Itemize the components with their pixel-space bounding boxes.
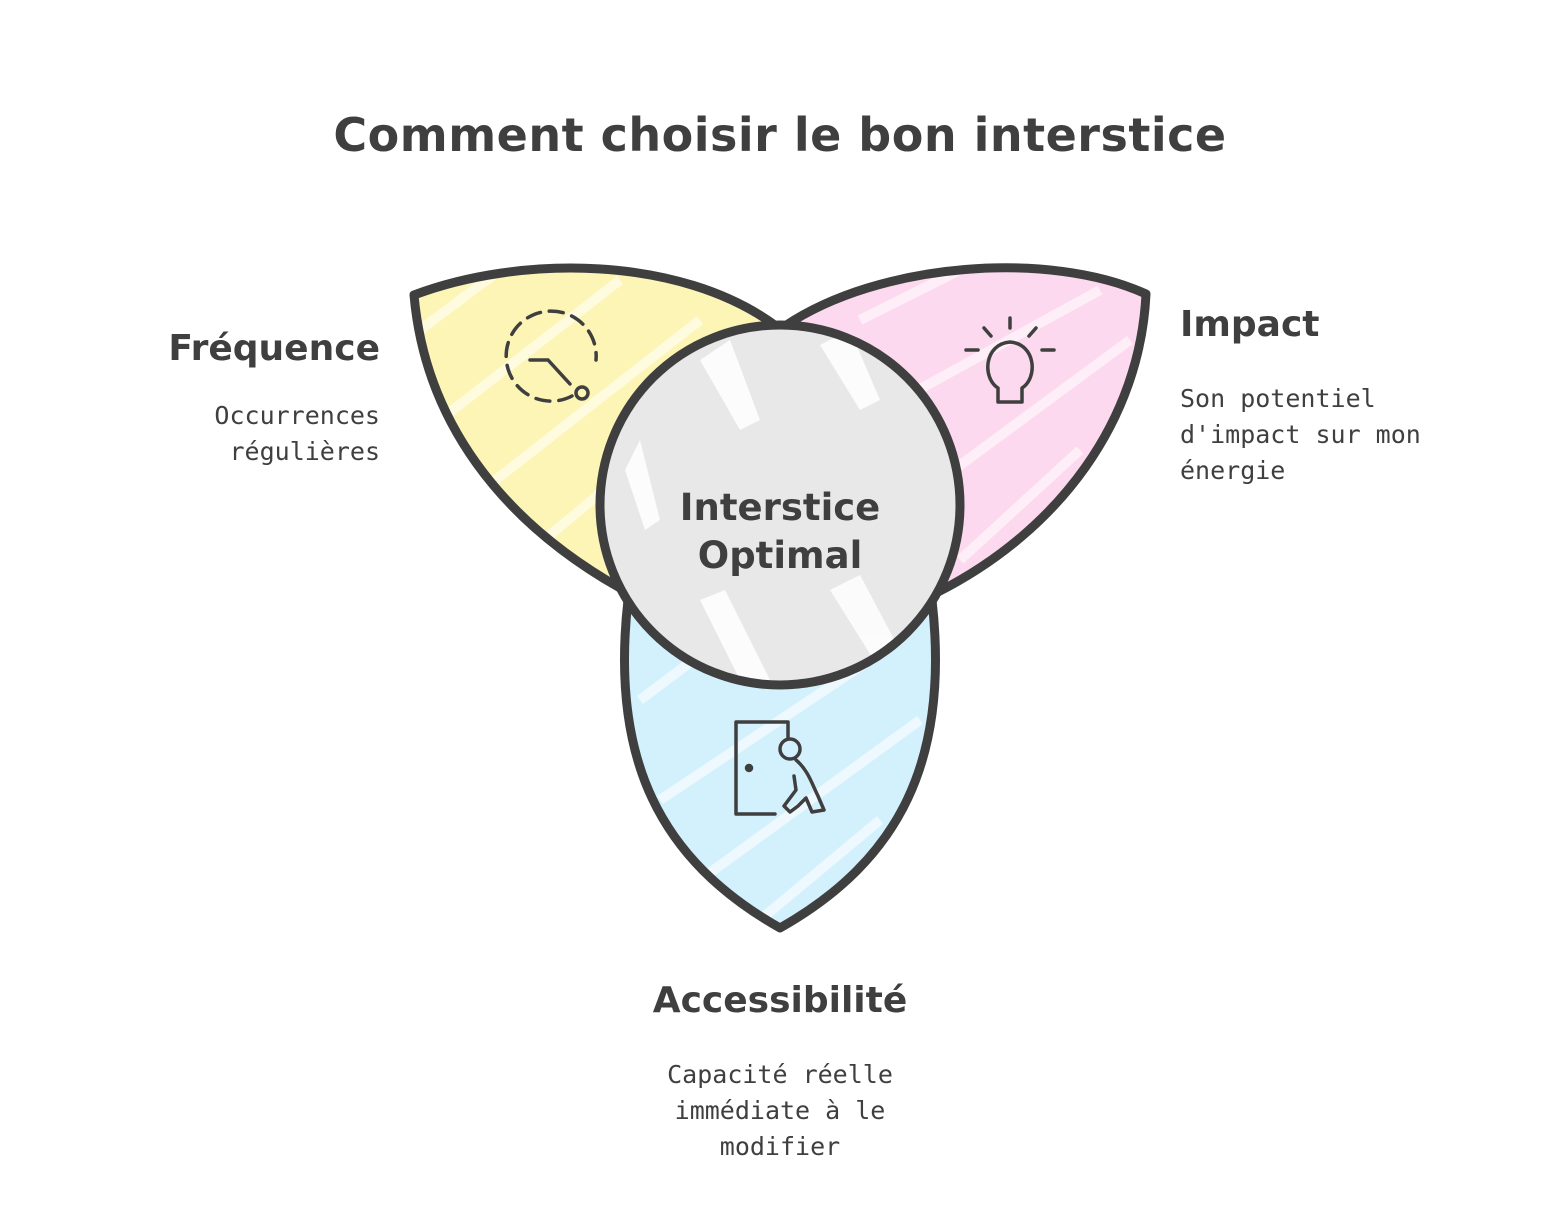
page-title: Comment choisir le bon interstice	[333, 108, 1227, 162]
impact-description-line2: d'impact sur mon	[1180, 420, 1421, 449]
center-label-line2: Optimal	[697, 534, 863, 577]
center-label-line1: Interstice	[679, 486, 881, 529]
accessibilite-description: Capacité réelle immédiate à le modifier	[560, 1057, 1000, 1165]
impact-title: Impact	[1180, 304, 1320, 345]
impact-description: Son potentiel d'impact sur mon énergie	[1180, 381, 1480, 489]
accessibilite-description-line3: modifier	[719, 1132, 841, 1161]
impact-description-line1: Son potentiel	[1180, 384, 1376, 413]
accessibilite-title: Accessibilité	[652, 980, 908, 1021]
center-label: Interstice Optimal	[620, 484, 940, 580]
frequence-title: Fréquence	[168, 328, 380, 369]
impact-description-line3: énergie	[1180, 456, 1286, 485]
lightbulb-icon	[964, 316, 1056, 404]
person-exiting-door-icon	[734, 720, 826, 816]
clock-icon	[504, 309, 598, 403]
accessibilite-description-line2: immédiate à le	[674, 1096, 886, 1125]
accessibilite-description-line1: Capacité réelle	[667, 1060, 893, 1089]
frequence-description: Occurrences régulières	[214, 401, 380, 466]
center-circle	[595, 320, 965, 690]
